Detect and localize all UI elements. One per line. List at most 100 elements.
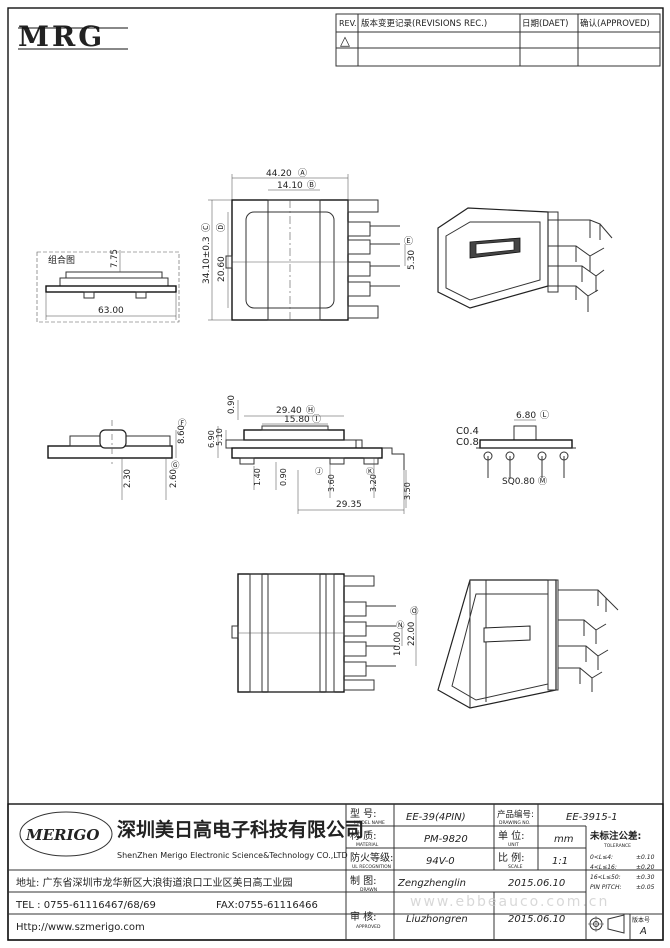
rev-header: REV. [339,19,357,28]
tol-range-1: 0<L≤4: [590,854,613,861]
unit-label: 单 位: [498,829,525,842]
approved-value: Liuzhongren [406,914,468,925]
dim-14-10: 14.10 [277,181,303,191]
dim-2-30: 2.30 [123,469,133,488]
tag-a: Ⓐ [298,168,307,179]
tol-value-2: ±0.20 [636,864,655,871]
dim-8-60: 8.60 [177,425,187,444]
flame-value: 94V-0 [426,856,455,867]
tol-value-1: ±0.10 [636,854,655,861]
mrg-logo: MRG [18,20,128,53]
tol-range-3: 16<L≤50: [590,874,621,881]
tag-b: Ⓑ [307,180,316,191]
dim-3-50: 3.50 [403,482,412,500]
dim-0-90-top: 0.90 [227,395,237,414]
dim-sq0-80: SQ0.80 [502,477,535,487]
svg-text:SCALE: SCALE [508,864,523,870]
dim-34-10: 34.10±0.3 [202,236,212,284]
dim-15-80: 15.80 [284,415,310,425]
revisions-header: 版本变更记录(REVISIONS REC.) [361,18,487,29]
dim-c0-4: C0.4 [456,426,479,437]
version-value: A [639,926,647,937]
bottom-view: 10.00 Ⓝ 22.00 Ⓞ [231,573,419,693]
tag-d: Ⓓ [216,223,227,232]
tag-n: Ⓝ [396,621,405,631]
tol-range-2: 4<L≤16: [590,864,617,871]
drawing-no-value: EE-3915-1 [566,812,618,823]
side-view-middle: 0.90 29.40 Ⓗ 15.80 Ⓘ 6.90 5.10 1.40 0.90… [207,395,412,514]
tag-m: Ⓜ [538,476,547,487]
dim-22-00: 22.00 [407,622,417,646]
dim-7-75: 7.75 [110,249,120,268]
tol-range-4: PIN PITCH: [590,884,622,891]
dim-44-20: 44.20 [266,169,292,179]
tag-k: Ⓚ [366,467,374,476]
dim-3-20: 3.20 [369,474,378,492]
company-name-en: ShenZhen Merigo Electronic Science&Techn… [117,851,348,860]
dim-29-35: 29.35 [336,500,362,510]
tol-value-4: ±0.05 [636,884,655,891]
svg-text:UNIT: UNIT [508,842,519,848]
tag-o: Ⓞ [410,607,419,617]
company-fax: FAX:0755-61116466 [216,900,318,911]
svg-text:MODEL NAME: MODEL NAME [354,820,385,826]
svg-text:UL RECOGNITION: UL RECOGNITION [352,864,391,870]
rev-triangle-icon: △ [340,34,350,49]
dim-63-00: 63.00 [98,306,124,316]
dim-10-00: 10.00 [393,632,403,656]
dim-3-60: 3.60 [327,474,336,492]
tolerance-title: 未标注公差: [589,830,641,842]
tag-i: Ⓘ [312,414,321,425]
dim-29-40: 29.40 [276,406,302,416]
svg-text:DRAWING NO.: DRAWING NO. [499,820,530,826]
tag-h: Ⓗ [306,405,315,416]
drawn-date: 2015.06.10 [508,878,565,889]
merigo-logo: MERIGO [19,811,113,857]
tag-g: Ⓖ [171,461,180,471]
dim-0-90: 0.90 [279,468,288,486]
company-name-cn: 深圳美日高电子科技有限公司 [117,818,364,841]
tol-value-3: ±0.30 [636,874,655,881]
dim-5-10: 5.10 [215,428,224,446]
scale-label: 比 例: [498,851,525,864]
projection-symbol-icon [588,914,625,934]
model-value: EE-39(4PIN) [406,812,466,823]
watermark: www.ebbeauco.com.cn [410,894,609,910]
dim-1-40: 1.40 [253,468,262,486]
title-block: MERIGO 深圳美日高电子科技有限公司 ShenZhen Merigo Ele… [7,803,664,941]
approved-header: 确认(APPROVED) [580,18,650,29]
drawn-value: Zengzhenglin [397,878,466,889]
model-label: 型 号: [350,807,377,820]
approved-label: 审 核: [350,910,377,923]
tag-l: Ⓛ [540,410,549,421]
material-label: 材 质: [350,829,377,842]
tag-j: Ⓙ [315,467,323,476]
tag-e: Ⓔ [404,236,413,247]
svg-text:DRAWN: DRAWN [360,887,377,893]
svg-text:MATERIAL: MATERIAL [356,842,379,848]
top-view: 44.20 Ⓐ 14.10 Ⓑ 34.10±0.3 Ⓒ 20.60 Ⓓ 5.30… [201,168,417,321]
date-header: 日期(DAET) [522,19,568,29]
drawing-no-label: 产品编号: [497,809,534,820]
svg-text:APPROVED: APPROVED [356,924,381,930]
dim-6-90: 6.90 [207,430,216,448]
end-view: C0.4 C0.8 6.80 Ⓛ SQ0.80 Ⓜ [456,410,576,487]
revision-table: REV. 版本变更记录(REVISIONS REC.) 日期(DAET) 确认(… [335,13,661,67]
dim-2-60: 2.60 [169,469,179,488]
dim-5-30: 5.30 [407,250,417,270]
assembly-view: 组合图 7.75 63.00 [36,249,180,323]
svg-text:MERIGO: MERIGO [25,826,99,844]
unit-value: mm [554,834,574,845]
material-value: PM-9820 [424,834,468,845]
flame-label: 防火等级: [350,851,393,864]
tag-c: Ⓒ [201,223,212,232]
dim-6-80: 6.80 [516,411,536,421]
assembly-label: 组合图 [48,254,75,266]
scale-value: 1:1 [552,856,568,867]
tag-f: Ⓕ [178,419,187,429]
isometric-view-bottom [437,579,619,709]
isometric-view-top [437,207,613,312]
company-address: 地址: 广东省深圳市龙华新区大浪街道浪口工业区美日高工业园 [16,876,293,889]
drawn-label: 制 图: [350,874,377,887]
